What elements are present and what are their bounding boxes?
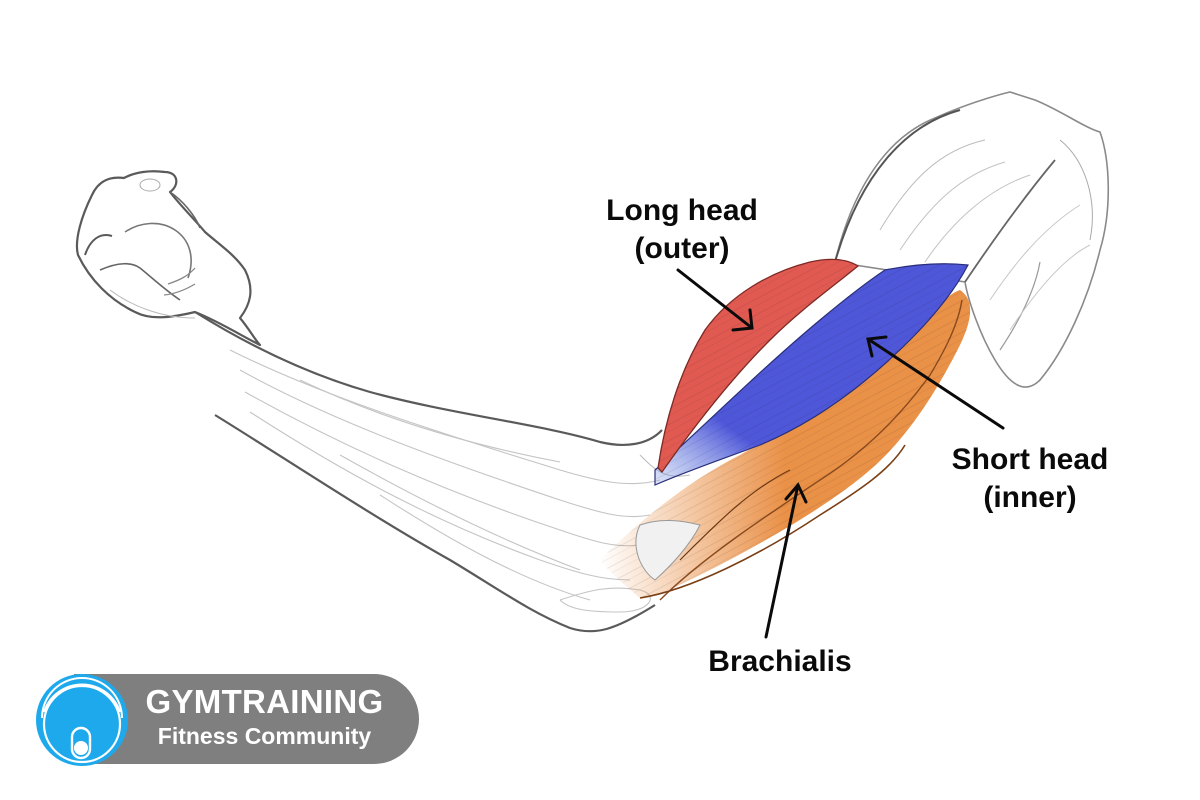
brand-subtitle: Fitness Community [157, 723, 372, 749]
brand-title: GYMTRAINING [145, 683, 384, 720]
short-head-label-line2: (inner) [983, 481, 1077, 514]
long-head-label-line2: (outer) [634, 232, 730, 265]
long-head-label-line1: Long head [606, 194, 758, 227]
badge-pill [74, 674, 419, 764]
shoulder-sketch [834, 91, 1110, 388]
fist-sketch [75, 170, 262, 347]
short-head-arrow [866, 337, 1005, 430]
short-head-muscle [654, 263, 969, 486]
long-head-arrow [676, 268, 754, 330]
brachialis-label: Brachialis [708, 645, 852, 678]
label-short-head: Short head (inner) [935, 441, 1125, 517]
brachialis-arrow [764, 483, 800, 639]
label-long-head: Long head (outer) [582, 192, 782, 268]
weight-plate-icon [36, 674, 128, 766]
short-head-label-line1: Short head [951, 443, 1109, 476]
forearm-sketch [94, 308, 700, 633]
long-head-muscle [657, 258, 860, 474]
badge-text: GYMTRAINING Fitness Community [132, 682, 397, 750]
brand-badge: GYMTRAINING Fitness Community [34, 672, 419, 766]
label-arrows [676, 268, 1005, 639]
label-brachialis: Brachialis [690, 643, 870, 681]
